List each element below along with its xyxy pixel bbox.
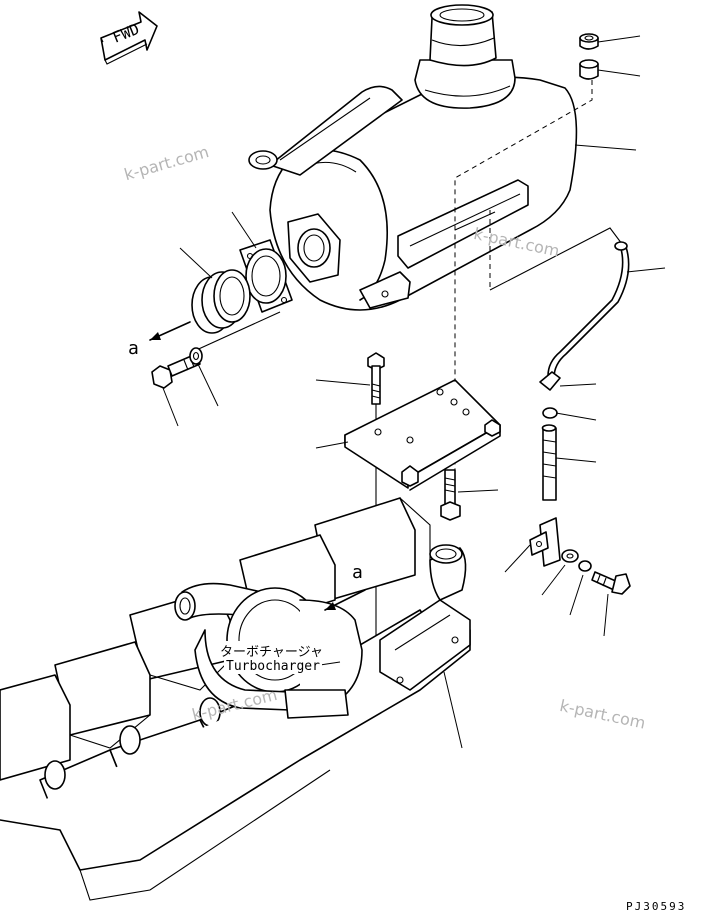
view-marker-a: a bbox=[352, 562, 363, 583]
flange-gasket bbox=[239, 239, 293, 313]
tube-bracket bbox=[529, 517, 561, 567]
cap-part bbox=[579, 33, 599, 50]
washer-hole bbox=[192, 351, 200, 361]
washer-part bbox=[561, 549, 579, 563]
breather-pipe bbox=[539, 241, 630, 391]
guide-line bbox=[489, 227, 623, 291]
arrow-head bbox=[150, 332, 161, 340]
arrow-head bbox=[325, 602, 336, 610]
bolt-part bbox=[440, 469, 461, 521]
mounting-bracket bbox=[344, 379, 501, 491]
dashed-guide-line bbox=[454, 80, 593, 500]
breather-tube bbox=[541, 424, 557, 501]
leader-lines bbox=[162, 35, 666, 749]
washer-hole bbox=[566, 553, 574, 559]
turbocharger-label-jp: ターボチャージャ bbox=[218, 641, 325, 660]
clip-part bbox=[542, 407, 558, 419]
turbocharger-label-en: Turbocharger bbox=[224, 659, 322, 674]
bolt-part bbox=[367, 352, 385, 405]
washer-part bbox=[189, 347, 203, 365]
air-cleaner-body bbox=[248, 4, 578, 311]
forward-arrow-icon bbox=[100, 11, 158, 65]
washer-part bbox=[578, 560, 592, 572]
connector-hose bbox=[191, 269, 251, 334]
view-marker-a: a bbox=[128, 338, 139, 359]
drawing-number: PJ30593 bbox=[626, 900, 687, 913]
guide-line bbox=[191, 311, 281, 353]
bolt-part bbox=[591, 571, 631, 595]
bolt-part bbox=[151, 353, 201, 389]
sleeve-part bbox=[579, 59, 599, 80]
